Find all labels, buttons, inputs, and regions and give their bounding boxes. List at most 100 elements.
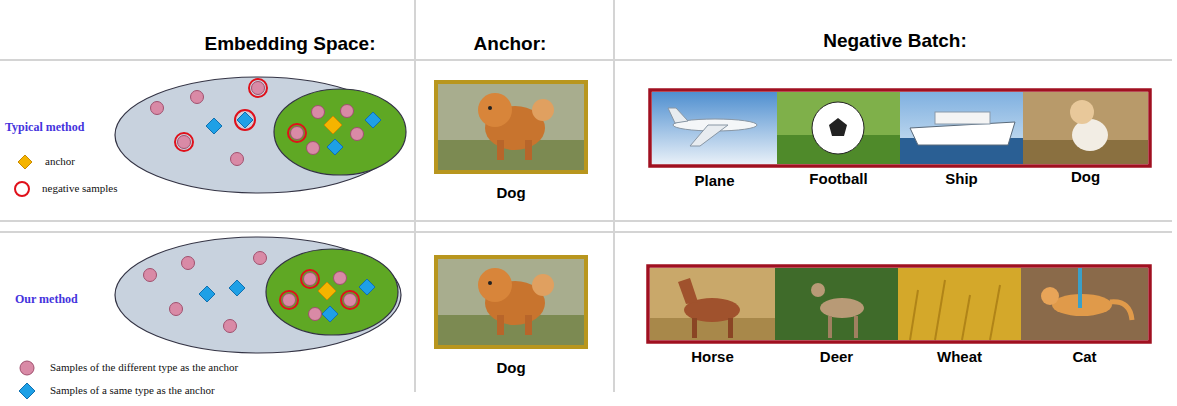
sample-dot [231,153,244,166]
photo-post [1078,268,1082,308]
photo-caption: Plane [694,172,734,190]
sample-diamond [359,279,375,295]
column-header: Embedding Space: [130,33,450,55]
sample-dot [291,127,304,140]
sample-dot [144,269,157,282]
photo-tile: Plane [652,90,777,190]
horse-leg [692,318,697,338]
photo-caption: Football [809,170,867,188]
plane-tail [668,108,688,123]
photo-caption: Wheat [937,348,982,366]
photo-tile: Football [777,90,900,188]
sample-dot [307,142,320,155]
sample-dot [344,294,357,307]
wheat-stalk [910,290,918,340]
column-header: Negative Batch: [735,30,1055,52]
plane-wing [690,125,728,146]
same-type-diamonds [199,279,375,322]
dog-head [478,93,512,127]
anchor-symbol [18,155,32,169]
anchor-diamond [318,282,336,300]
grid-line [613,0,615,392]
sample-diamond [206,118,222,134]
dog-photo [1023,92,1148,164]
method-label: Typical method [5,120,84,135]
sample-dot [224,320,237,333]
dog-head [1070,100,1094,124]
horse-neck [678,278,698,304]
wheat-stalk [962,295,970,340]
different-type-symbol [20,361,34,375]
football [812,102,864,154]
negative-ring [288,124,306,142]
ship-photo [900,92,1023,164]
sample-dot [191,91,204,104]
dog-body [1072,119,1108,151]
photo-tile: Wheat [898,266,1021,366]
grid-line [414,0,416,392]
sample-diamond [229,280,245,296]
photo-caption: Dog [496,184,525,202]
dog-eye [488,281,492,285]
class-region [274,89,406,175]
cat-tail [1110,302,1132,320]
photo-tile: Deer [775,266,898,366]
embedding-ellipse [115,237,401,353]
anchor-photo [436,82,586,172]
negative-ring [235,110,255,130]
grid-line [0,220,1172,222]
deer-body [820,298,864,318]
negative-ring [280,291,298,309]
legend-text: anchor [45,155,75,167]
dog-eye [488,106,492,110]
grid-line [0,231,1172,233]
anchor-photo [436,257,586,347]
sample-dot [309,308,322,321]
wheat-stalks [910,280,1000,340]
negative-rings [280,270,359,309]
sample-diamond [237,112,253,128]
negative-rings [175,79,306,151]
photo-tile: Cat [1021,266,1148,366]
sample-diamond [322,306,338,322]
dog-head [478,268,512,302]
sample-dot [334,272,347,285]
grid-line [0,59,1172,61]
photo-tile: Ship [900,90,1023,188]
sample-diamond [365,112,381,128]
dog-tail [532,274,554,296]
negative-symbol [15,182,29,196]
ship-deck [935,112,990,124]
sample-dot [312,106,325,119]
plane-photo [652,92,777,164]
sample-dot [178,136,191,149]
photo-tile: Dog [1023,90,1148,186]
deer-photo [775,268,898,340]
same-type-diamonds [206,112,381,155]
negative-ring [175,133,193,151]
batch-frame [650,90,1150,166]
photo-caption: Dog [1071,168,1100,186]
photo-ground [438,84,584,170]
sample-dot [254,252,267,265]
method-label: Our method [15,292,78,307]
deer-head [811,283,825,297]
sample-dot [151,102,164,115]
photo-ground [438,259,584,345]
horse-photo [650,268,775,340]
negative-ring [341,291,359,309]
same-type-symbol [19,383,35,399]
wheat-stalk [935,280,945,340]
photo-caption: Dog [496,359,525,377]
sample-dots [151,82,364,166]
anchor-frame [436,82,586,172]
batch-frame [648,266,1150,342]
sample-dot [341,105,354,118]
ship-hull [910,122,1015,145]
negative-photos [648,266,1150,342]
sample-dot [304,273,317,286]
photo-caption: Cat [1072,348,1096,366]
cat-photo [1021,268,1148,340]
